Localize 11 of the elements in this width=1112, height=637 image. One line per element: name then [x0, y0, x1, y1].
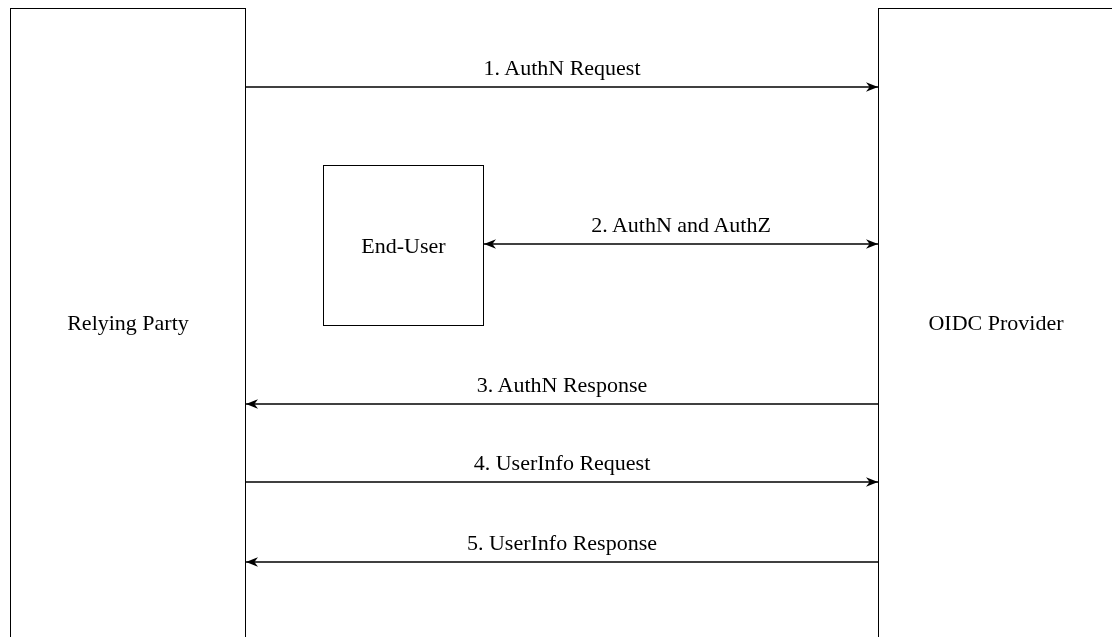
node-label: Relying Party [67, 310, 189, 336]
actor-box [323, 165, 484, 326]
lifeline-box [878, 8, 1112, 637]
node-label: End-User [361, 232, 446, 259]
node-label: OIDC Provider [928, 310, 1064, 336]
arrow [483, 239, 879, 249]
lifeline-box [10, 8, 246, 637]
arrow [245, 557, 879, 567]
arrow [245, 477, 879, 487]
arrow [245, 399, 879, 409]
arrow [245, 82, 879, 92]
